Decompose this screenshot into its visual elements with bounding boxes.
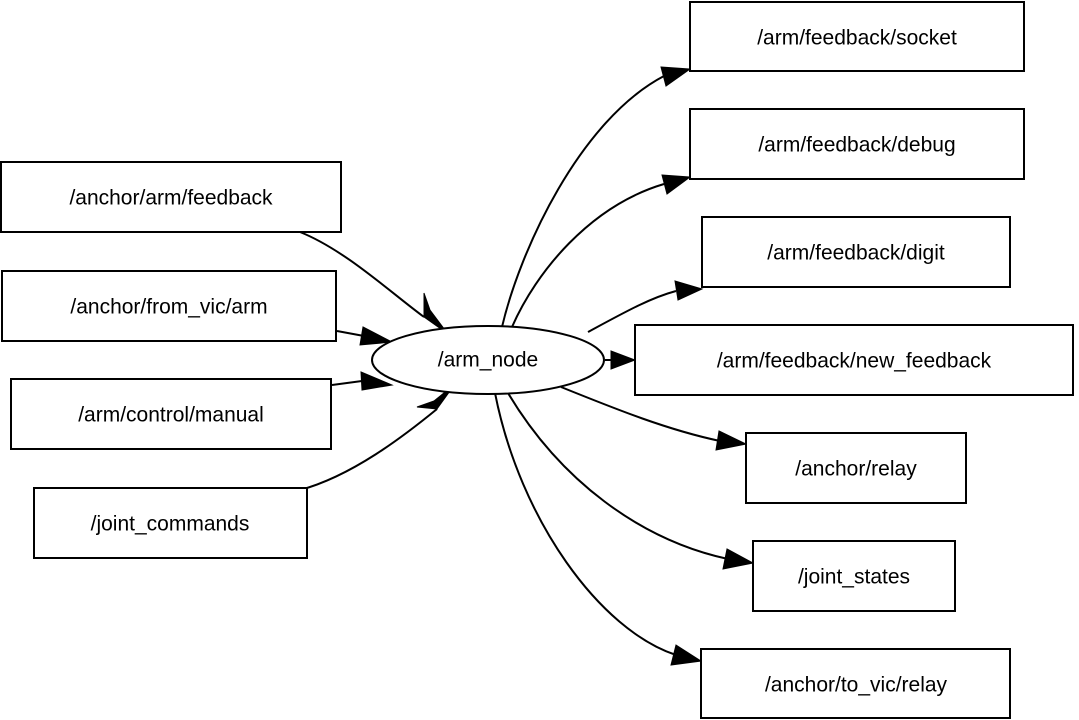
edge-arm-node-to-joint-states xyxy=(507,392,755,570)
edge-line xyxy=(560,386,721,442)
arrowhead-icon xyxy=(359,326,394,346)
output-node-arm-feedback-debug[interactable]: /arm/feedback/debug xyxy=(689,108,1025,180)
input-node-arm-control-manual[interactable]: /arm/control/manual xyxy=(10,378,332,450)
node-label: /anchor/relay xyxy=(795,458,917,481)
node-rect[interactable] xyxy=(701,216,1011,288)
edge-line xyxy=(331,380,363,386)
node-rect[interactable] xyxy=(745,432,967,504)
edge-arm-node-to-arm-feedback-digit xyxy=(587,280,704,333)
node-label: /arm/control/manual xyxy=(78,404,264,427)
edge-arm-node-to-arm-feedback-socket xyxy=(501,66,692,328)
arrowhead-icon xyxy=(610,350,637,370)
node-label: /joint_commands xyxy=(91,513,250,536)
edge-arm-node-to-anchor-relay xyxy=(560,386,748,451)
edge-arm-control-manual-to-arm-node xyxy=(331,371,394,391)
node-label: /arm/feedback/socket xyxy=(757,27,957,50)
node-label: /anchor/from_vic/arm xyxy=(70,296,267,319)
output-node-arm-feedback-new-feedback[interactable]: /arm/feedback/new_feedback xyxy=(634,324,1074,396)
node-rect[interactable] xyxy=(700,648,1011,719)
edge-line xyxy=(587,290,677,333)
edge-line xyxy=(299,231,425,318)
node-rect[interactable] xyxy=(689,1,1025,72)
node-rect[interactable] xyxy=(634,324,1074,396)
node-rect[interactable] xyxy=(33,487,308,559)
edge-line xyxy=(494,392,677,656)
arrowhead-icon xyxy=(722,548,755,570)
arrowhead-icon xyxy=(360,371,394,391)
edge-line xyxy=(299,408,438,491)
output-node-arm-feedback-digit[interactable]: /arm/feedback/digit xyxy=(701,216,1011,288)
node-label: /joint_states xyxy=(798,566,910,589)
output-node-arm-feedback-socket[interactable]: /arm/feedback/socket xyxy=(689,1,1025,72)
edge-line xyxy=(336,330,365,337)
edge-arm-node-to-arm-feedback-debug xyxy=(511,174,692,328)
node-rect[interactable] xyxy=(1,270,337,342)
edge-line xyxy=(507,392,729,560)
input-node-anchor-from-vic-arm[interactable]: /anchor/from_vic/arm xyxy=(1,270,337,342)
input-node-joint-commands[interactable]: /joint_commands xyxy=(33,487,308,559)
node-label: /arm/feedback/new_feedback xyxy=(717,350,992,373)
node-label: /anchor/to_vic/relay xyxy=(765,674,948,697)
edge-arm-node-to-anchor-to-vic-relay xyxy=(494,392,703,666)
arrowhead-icon xyxy=(715,430,748,451)
node-rect[interactable] xyxy=(10,378,332,450)
node-rect[interactable] xyxy=(0,161,342,233)
node-ellipse[interactable] xyxy=(371,325,605,395)
node-rect[interactable] xyxy=(689,108,1025,180)
edge-anchor-from-vic-arm-to-arm-node xyxy=(336,326,394,346)
output-node-joint-states[interactable]: /joint_states xyxy=(752,540,956,612)
edge-line xyxy=(511,183,665,328)
arrowhead-icon xyxy=(661,174,692,195)
arrowhead-icon xyxy=(674,280,704,301)
edge-line xyxy=(501,75,665,328)
arrowhead-icon xyxy=(670,644,703,666)
center-node-arm-node[interactable]: /arm_node xyxy=(371,325,605,395)
edge-layer xyxy=(299,66,755,666)
node-label: /anchor/arm/feedback xyxy=(69,187,273,210)
arrowhead-icon xyxy=(660,66,692,87)
node-label: /arm/feedback/digit xyxy=(767,242,945,265)
output-node-anchor-to-vic-relay[interactable]: /anchor/to_vic/relay xyxy=(700,648,1011,719)
input-node-anchor-arm-feedback[interactable]: /anchor/arm/feedback xyxy=(0,161,342,233)
node-rect[interactable] xyxy=(752,540,956,612)
output-node-anchor-relay[interactable]: /anchor/relay xyxy=(745,432,967,504)
node-label: /arm/feedback/debug xyxy=(758,134,955,157)
node-label: /arm_node xyxy=(438,349,538,372)
edge-arm-node-to-arm-feedback-new-feedback xyxy=(605,350,637,370)
